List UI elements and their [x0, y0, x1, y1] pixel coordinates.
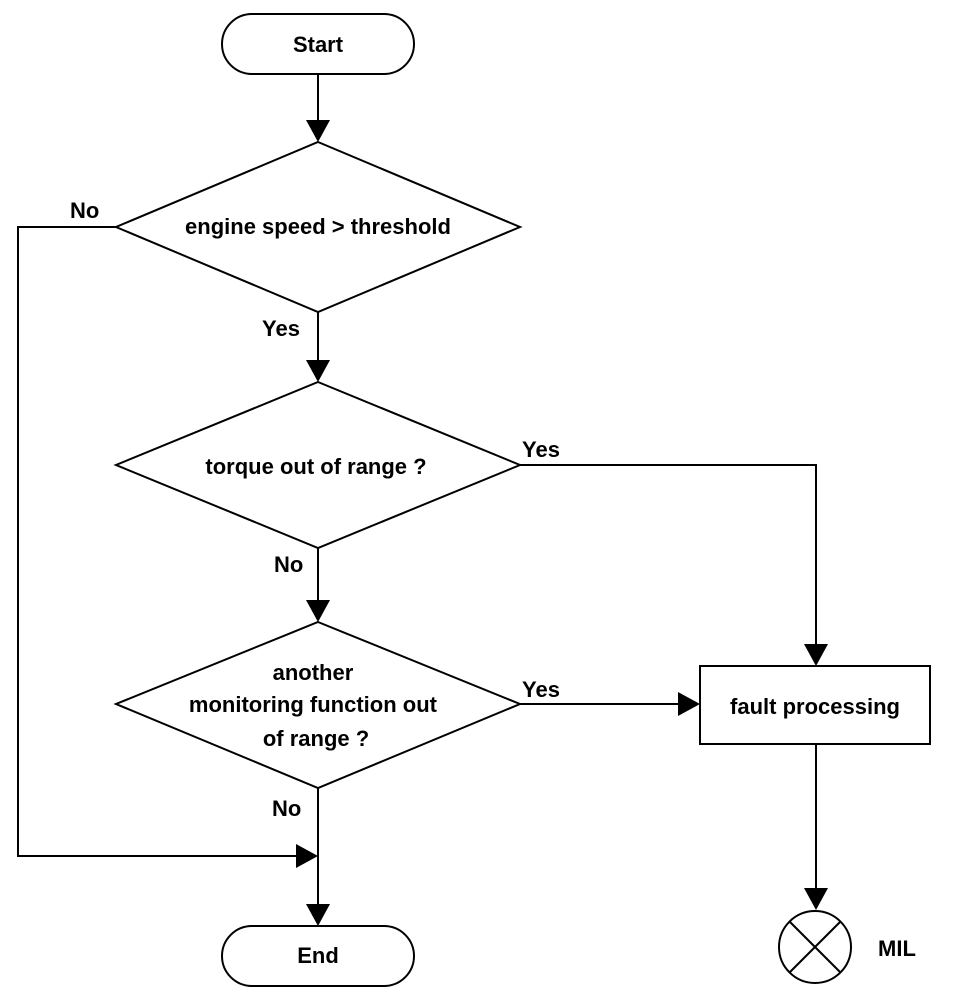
edge-label-speed-yes: Yes — [262, 316, 300, 341]
fault-processing-label: fault processing — [730, 694, 900, 719]
mil-label: MIL — [878, 936, 916, 961]
arrowhead-into-monitor — [306, 600, 330, 622]
lamp-cross-icon — [778, 910, 852, 984]
end-label: End — [297, 943, 339, 968]
edge-label-monitor-no: No — [272, 796, 301, 821]
decision-torque-label: torque out of range ? — [205, 454, 426, 479]
arrowhead-into-fault-top — [804, 644, 828, 666]
edge-label-torque-no: No — [274, 552, 303, 577]
decision-monitoring-label: another monitoring function out of range… — [189, 660, 443, 751]
fault-processing-box — [699, 665, 931, 745]
decision-monitoring-line-1: another — [273, 660, 354, 685]
arrowhead-into-mil — [804, 888, 828, 910]
edge-label-speed-no: No — [70, 198, 99, 223]
arrowhead-into-end — [306, 904, 330, 926]
decision-monitoring-line-2: monitoring function out — [189, 692, 438, 717]
arrowhead-bypass-to-end — [296, 844, 318, 868]
edge-label-monitor-yes: Yes — [522, 677, 560, 702]
arrowhead-into-speed — [306, 120, 330, 142]
connector-speed-no-bypass — [17, 226, 296, 857]
end-terminator — [221, 925, 415, 987]
arrowhead-into-torque — [306, 360, 330, 382]
connector-torque-yes — [520, 464, 817, 644]
start-label: Start — [293, 32, 344, 57]
edge-label-torque-yes: Yes — [522, 437, 560, 462]
decision-engine-speed-label: engine speed > threshold — [185, 214, 451, 239]
decision-monitoring-line-3: of range ? — [263, 726, 369, 751]
arrowhead-into-fault-left — [678, 692, 700, 716]
